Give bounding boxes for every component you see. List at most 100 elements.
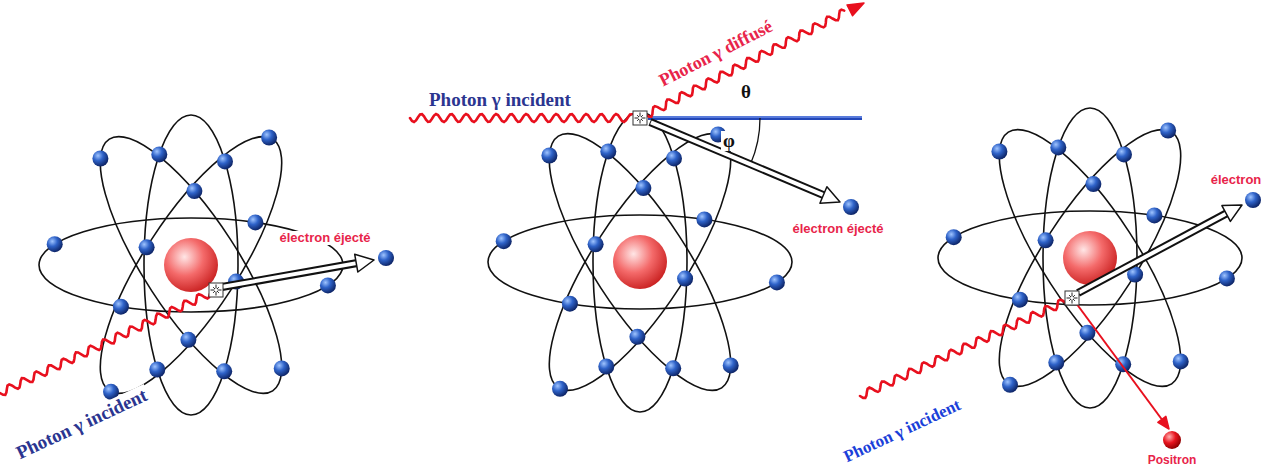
electron <box>1219 270 1235 286</box>
scattered-photon-arrowhead <box>847 3 864 16</box>
electron <box>151 146 167 162</box>
electron <box>1050 139 1066 155</box>
electron <box>588 236 604 252</box>
interaction-burst <box>218 290 222 291</box>
atom <box>39 114 343 417</box>
orbit <box>969 107 1211 410</box>
reference-axis-highlight <box>648 117 862 118</box>
electron <box>946 229 962 245</box>
interaction-burst <box>1072 293 1073 297</box>
atom <box>488 111 792 414</box>
electron <box>113 299 129 315</box>
interaction-burst <box>640 113 641 117</box>
electron <box>635 180 651 196</box>
photon-label: Photon γ incident <box>11 384 152 465</box>
photon-label: Photon γ incident <box>427 90 573 111</box>
electron <box>677 271 693 287</box>
interaction-box <box>209 283 223 297</box>
electron <box>1160 123 1176 139</box>
electron <box>274 360 290 376</box>
interaction-burst <box>216 292 217 296</box>
photon-label: Photon γ incident <box>839 395 966 467</box>
orbit <box>938 211 1242 305</box>
ejected-electron <box>378 250 394 266</box>
electron <box>1085 176 1101 192</box>
interaction-burst <box>217 287 219 289</box>
interaction-burst <box>641 115 643 117</box>
electron <box>1048 355 1064 371</box>
orbit <box>70 114 312 417</box>
orbit <box>488 215 792 309</box>
electron <box>217 153 233 169</box>
electron <box>1002 377 1018 393</box>
electron <box>598 359 614 375</box>
electron <box>496 233 512 249</box>
scattered-photon-label: Photon γ diffusé <box>654 16 777 92</box>
scattered-photon <box>646 10 844 117</box>
interaction-burst <box>1072 300 1073 304</box>
electron-path <box>1079 211 1232 293</box>
interaction-burst <box>1074 298 1078 299</box>
interaction-burst <box>641 119 643 121</box>
atom <box>938 107 1242 410</box>
electron <box>139 239 155 255</box>
orbit <box>70 114 312 417</box>
electron <box>665 360 681 376</box>
interaction-burst <box>1073 299 1075 301</box>
electron-label: électron <box>1209 173 1264 187</box>
angle-arc <box>751 118 761 164</box>
interaction-burst <box>1073 295 1075 297</box>
nucleus <box>613 235 667 289</box>
electron <box>666 150 682 166</box>
orbit <box>969 107 1211 410</box>
electron <box>216 363 232 379</box>
reference-axis <box>648 116 862 120</box>
incident-photon <box>0 294 210 395</box>
electron <box>149 362 165 378</box>
electron <box>696 211 712 227</box>
interaction-burst <box>216 285 217 289</box>
interaction-burst <box>213 287 215 289</box>
interaction-burst <box>637 115 639 117</box>
interaction-burst <box>213 291 215 293</box>
angle-symbol: θ <box>739 82 753 103</box>
ejected-electron <box>843 199 859 215</box>
electron <box>541 148 557 164</box>
interaction-burst <box>635 118 639 119</box>
electron-path <box>223 262 362 287</box>
electron <box>47 236 63 252</box>
interaction-burst <box>217 291 219 293</box>
positron <box>1163 431 1181 449</box>
interaction-burst <box>1067 298 1071 299</box>
electron-label: électron éjecté <box>791 222 886 236</box>
electron-arrowhead <box>1222 205 1242 221</box>
electron <box>1245 192 1261 208</box>
electron-arrowhead <box>355 254 374 272</box>
interaction-burst <box>1069 295 1071 297</box>
electron <box>769 274 785 290</box>
positron-arrowhead <box>1158 416 1169 429</box>
orbit <box>144 115 238 415</box>
electron <box>1012 292 1028 308</box>
electron-path <box>651 122 829 197</box>
interaction-burst <box>211 290 215 291</box>
electron <box>180 332 196 348</box>
interaction-box <box>1065 291 1079 305</box>
electron <box>1173 353 1189 369</box>
electron <box>552 381 568 397</box>
interaction-burst <box>642 118 646 119</box>
orbit <box>593 112 687 412</box>
positron-label: Positron <box>1146 454 1199 467</box>
positron-path <box>1076 303 1163 421</box>
interaction-burst <box>640 120 641 124</box>
interaction-burst <box>1069 299 1071 301</box>
incident-photon <box>410 114 632 122</box>
electron <box>261 130 277 146</box>
interaction-box <box>633 111 647 125</box>
electron <box>1146 207 1162 223</box>
incident-photon <box>860 300 1066 398</box>
electron <box>600 143 616 159</box>
electron <box>991 144 1007 160</box>
